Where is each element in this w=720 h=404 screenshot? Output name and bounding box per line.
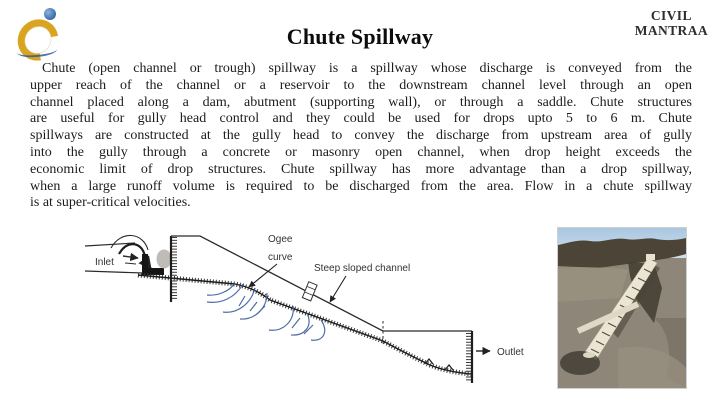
brand-line2: MANTRAA — [634, 22, 708, 38]
baffle-block — [444, 364, 454, 371]
inlet-wall-line — [85, 270, 144, 274]
photo-splash — [583, 352, 595, 358]
inlet-flow-arrow — [124, 262, 137, 265]
steep-channel-leader-arrow — [329, 275, 347, 303]
page-title: Chute Spillway — [286, 24, 434, 49]
brand-line1: CIVIL — [650, 8, 692, 23]
chute-spillway-photo — [557, 227, 687, 389]
brand-logo-icon — [9, 8, 67, 69]
ogee-curve-label-line2: curve — [268, 252, 293, 263]
photo-hills — [558, 238, 686, 268]
photo-foreground — [618, 346, 686, 388]
globe-icon — [44, 8, 56, 20]
paragraph-line: are useful for gully head control and th… — [30, 111, 692, 127]
ogee-leader-arrow — [248, 263, 278, 288]
baffle-block — [424, 358, 434, 365]
paragraph-line: channel placed along a dam, abutment (su… — [30, 94, 692, 110]
inlet-flow-arrow — [122, 252, 139, 262]
channel-joint — [301, 281, 318, 302]
outlet-label: Outlet — [497, 347, 524, 358]
brand-text: CIVIL MANTRAA — [634, 8, 708, 38]
channel-line — [137, 274, 473, 375]
photo-chute-shadow — [610, 264, 660, 338]
chute-spillway-diagram: Inlet Ogee curve Steep sloped channel Ou… — [85, 234, 524, 383]
crest-structure — [142, 254, 164, 275]
paragraph-line: economic limit of drop structures. Chute… — [30, 161, 692, 177]
photo-lake — [558, 267, 628, 302]
photo-cross-arm — [576, 301, 640, 334]
paragraph-line: when a large runoff volume is required t… — [30, 178, 692, 194]
ogee-curve-label-line1: Ogee — [268, 234, 293, 245]
crest-shading — [156, 249, 172, 269]
body-paragraph: Chute (open channel or trough) spillway … — [30, 61, 692, 212]
inlet-label: Inlet — [95, 257, 114, 268]
crest-nappe-line — [110, 234, 149, 251]
paragraph-line: upper reach of the channel or a reservoi… — [30, 77, 692, 93]
photo-intake — [646, 254, 655, 260]
paragraph-line: Chute (open channel or trough) spillway … — [42, 61, 692, 76]
inlet-wall-line — [85, 242, 136, 247]
ground-line — [171, 235, 472, 332]
paragraph-line: spillways are constructed at the gully h… — [30, 128, 692, 144]
paragraph-line: is at super-critical velocities. — [30, 195, 191, 211]
steep-channel-label: Steep sloped channel — [314, 263, 410, 274]
paragraph-line: into the gully through a concrete or mas… — [30, 144, 692, 160]
crest-flow-arrow — [118, 243, 152, 270]
water-splash-lines — [206, 282, 326, 341]
